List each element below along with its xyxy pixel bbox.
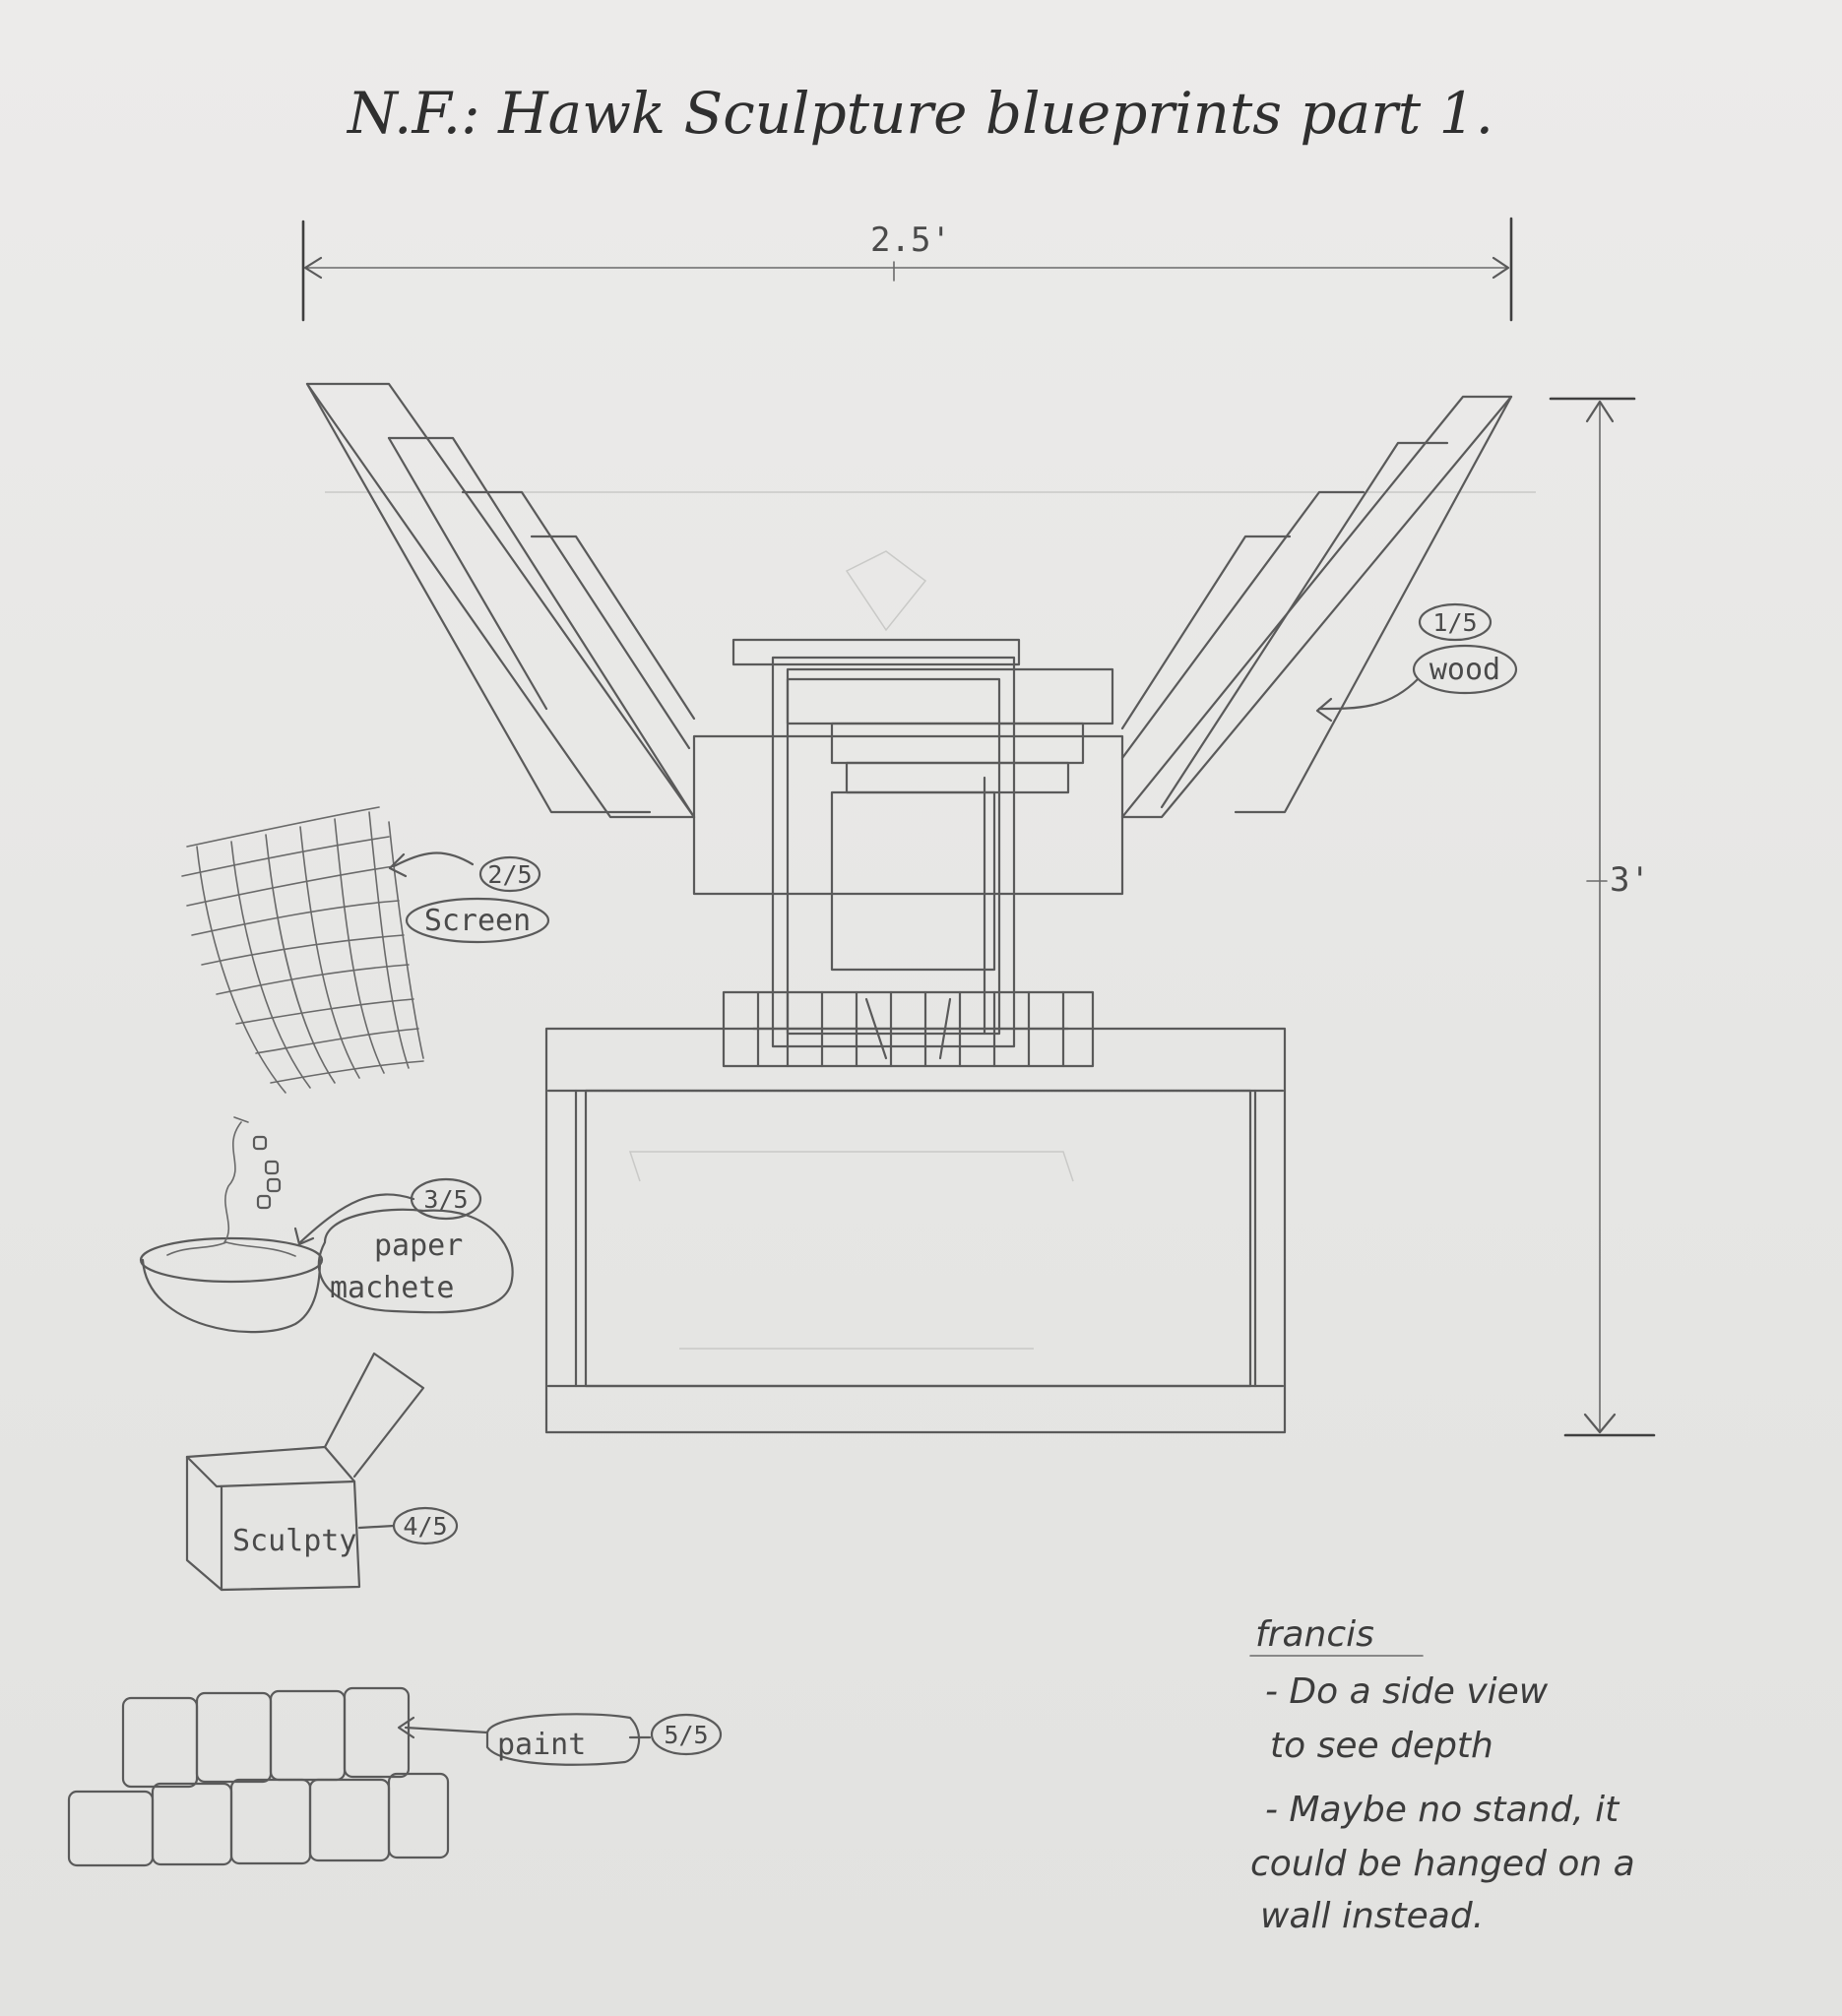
height-dimension: 3': [1549, 397, 1656, 1437]
stand-base: [544, 1027, 1287, 1434]
paint-label: paint: [497, 1728, 586, 1762]
paint-fraction: 5/5: [664, 1721, 708, 1749]
body-blocks: [692, 638, 1124, 1048]
notes-line5: wall instead.: [1260, 1896, 1484, 1936]
notes-line2: to see depth: [1270, 1726, 1493, 1766]
screen-label: Screen: [424, 904, 531, 938]
wood-fraction: 1/5: [1432, 608, 1477, 637]
sculpty-fraction: 4/5: [403, 1512, 447, 1541]
paper-mache-fraction: 3/5: [423, 1185, 468, 1214]
paper-mache-label-line2: machete: [330, 1271, 454, 1305]
screen-fraction: 2/5: [487, 860, 532, 889]
sculpty-box: [185, 1352, 425, 1592]
material-tag-sculpty: Sculpty 4/5: [232, 1506, 459, 1558]
material-tag-wood: 1/5 wood: [1315, 602, 1518, 723]
paper-mache-label-line1: paper: [374, 1228, 463, 1263]
width-label: 2.5': [870, 220, 951, 260]
sculpty-label: Sculpty: [232, 1524, 356, 1558]
review-notes: francis - Do a side view to see depth - …: [1249, 1614, 1635, 1936]
material-tag-screen: 2/5 Screen: [388, 851, 550, 944]
left-wing: [305, 382, 696, 819]
page-title: N.F.: Hawk Sculpture blueprints part 1.: [346, 80, 1493, 147]
notes-line4: could be hanged on a: [1250, 1844, 1635, 1884]
height-label: 3': [1610, 860, 1650, 900]
paper-mache-bowl: [139, 1116, 324, 1334]
material-tag-paint: paint 5/5: [397, 1713, 723, 1766]
notes-line1: - Do a side view: [1265, 1671, 1549, 1712]
screen-sketch: [181, 806, 424, 1094]
paint-cans: [67, 1686, 450, 1867]
notes-author: francis: [1255, 1614, 1374, 1655]
right-wing: [1120, 395, 1513, 819]
material-tag-paper-mache: 3/5 paper machete: [293, 1177, 514, 1314]
width-dimension: 2.5': [301, 217, 1513, 322]
wood-label: wood: [1429, 653, 1500, 687]
notes-line3: - Maybe no stand, it: [1265, 1790, 1620, 1830]
